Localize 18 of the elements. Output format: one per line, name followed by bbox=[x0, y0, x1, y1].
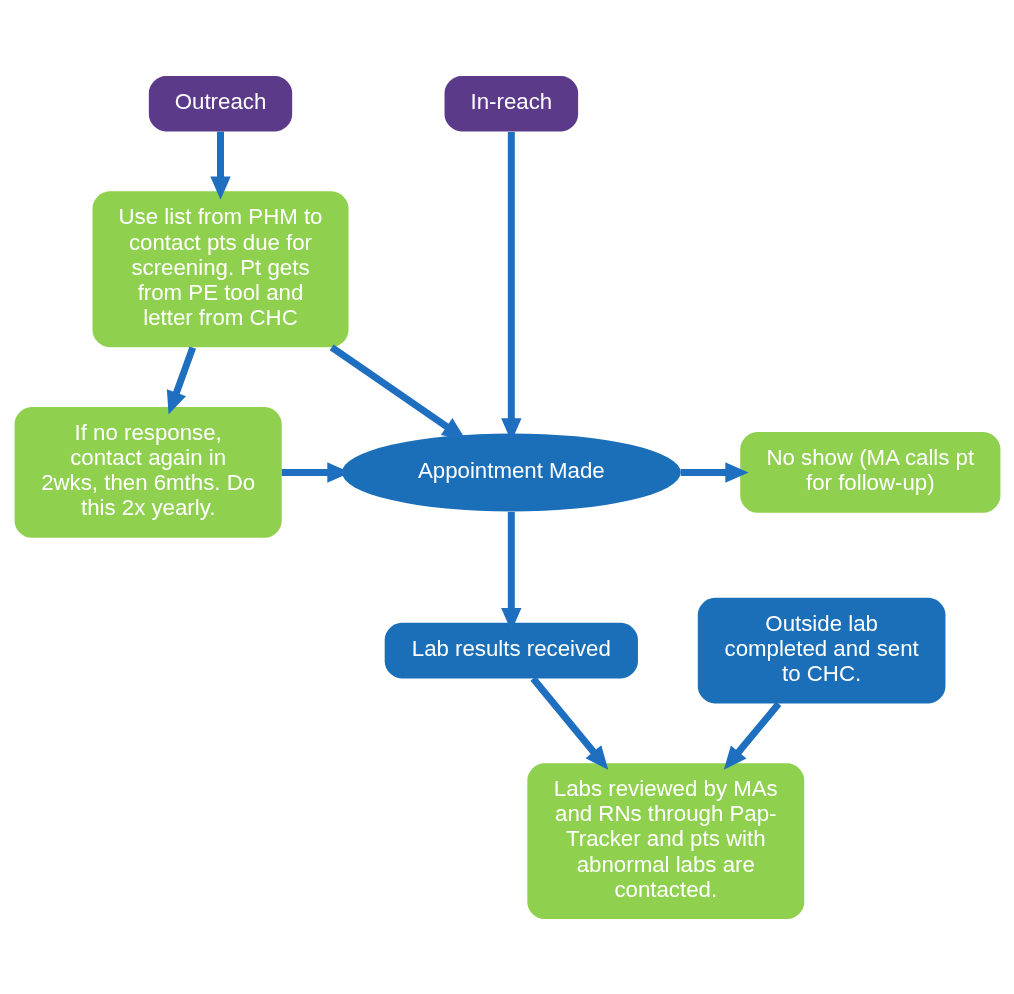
arrow bbox=[166, 345, 196, 415]
arrow bbox=[500, 511, 522, 631]
node-ellipse: Appointment Made bbox=[341, 432, 681, 511]
arrow bbox=[680, 461, 749, 483]
arrow bbox=[500, 131, 522, 442]
node-box: Outreach bbox=[148, 75, 292, 132]
node-box: Lab results received bbox=[384, 622, 638, 678]
node-box: Outside lab completed and sent to CHC. bbox=[697, 597, 945, 703]
node-box: No show (MA calls pt for follow-up) bbox=[739, 431, 1000, 513]
arrow bbox=[329, 343, 466, 440]
arrow bbox=[281, 461, 351, 483]
arrow bbox=[209, 131, 231, 200]
arrow bbox=[529, 675, 608, 770]
node-box: Labs reviewed by MAs and RNs through Pap-Tracker and pts with abnormal labs are contacted. bbox=[526, 762, 804, 919]
arrow bbox=[723, 701, 781, 770]
node-box: If no response, contact again in 2wks, then 6mths. Do this 2x yearly. bbox=[14, 406, 282, 538]
node-box: Use list from PHM to contact pts due for screening. Pt gets from PE tool and letter from CHC bbox=[92, 190, 348, 347]
node-box: In-reach bbox=[444, 75, 578, 132]
